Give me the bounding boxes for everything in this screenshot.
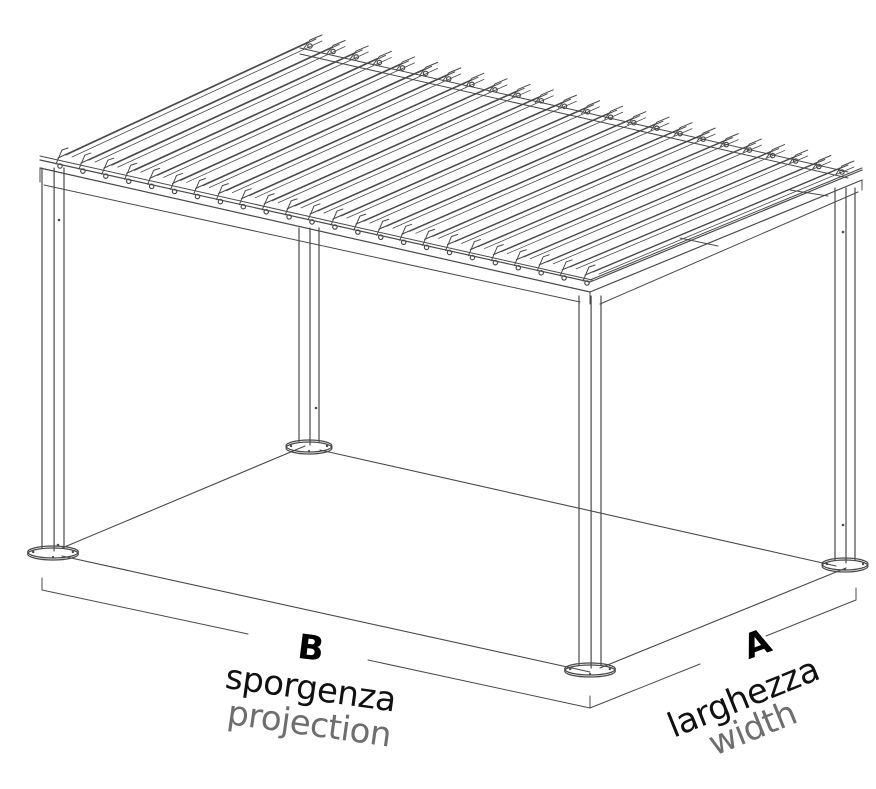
dimension-b-letter: B bbox=[295, 627, 327, 670]
